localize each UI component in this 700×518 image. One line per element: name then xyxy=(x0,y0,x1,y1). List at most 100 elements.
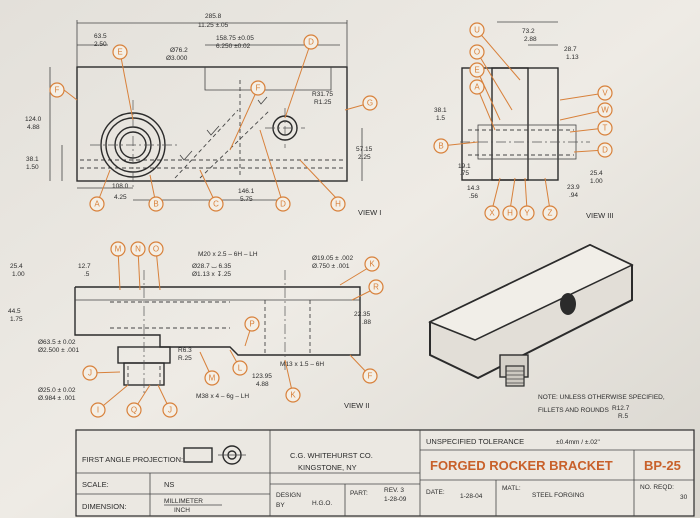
svg-text:V: V xyxy=(602,89,608,98)
bubble-x: X xyxy=(484,205,500,221)
dim-28-inch: 1.13 xyxy=(566,54,579,61)
dim-r31: R31.75 xyxy=(312,91,333,98)
bubble-h: H xyxy=(330,196,346,212)
dimension-label: DIMENSION: xyxy=(82,502,127,511)
dim-r31-inch: R1.25 xyxy=(314,99,332,106)
dim-dia76-inch: Ø3.000 xyxy=(166,55,188,62)
dim-73-inch: 2.88 xyxy=(524,36,537,43)
bubble-o: O xyxy=(469,44,485,60)
bubble-a2: A xyxy=(469,79,485,95)
svg-text:A: A xyxy=(474,83,480,92)
rev-date: 1-28-09 xyxy=(384,496,407,503)
bubble-c: C xyxy=(208,196,224,212)
svg-text:D: D xyxy=(308,38,314,47)
note-m13: M13 x 1.5 – 6H xyxy=(280,361,324,368)
scale-value: NS xyxy=(164,480,174,489)
rev-label: REV. 3 xyxy=(384,487,404,494)
dimension-value-in: INCH xyxy=(174,507,190,514)
leader xyxy=(284,41,312,119)
dim-124-inch: 4.88 xyxy=(27,124,40,131)
svg-text:E: E xyxy=(117,48,122,57)
dim-22-35: 22.35 xyxy=(354,311,371,318)
matl-label: MATL: xyxy=(502,485,521,492)
note-r12: R12.7 xyxy=(612,405,630,412)
dim-r6-3-inch: R.25 xyxy=(178,355,192,362)
iso-top-face xyxy=(428,244,634,341)
svg-text:O: O xyxy=(474,48,480,57)
projection-symbol-frustum xyxy=(183,447,213,463)
note-line-1: NOTE: UNLESS OTHERWISE SPECIFIED, xyxy=(538,394,665,401)
bubble-p: P xyxy=(244,316,260,332)
svg-text:Y: Y xyxy=(524,209,530,218)
company-location: KINGSTONE, NY xyxy=(298,463,357,472)
bubble-n: N xyxy=(130,241,146,257)
leader xyxy=(476,86,496,131)
view1-slot xyxy=(204,67,332,91)
leader xyxy=(476,29,521,81)
dim-38-inch: 1.50 xyxy=(26,164,39,171)
iso-hole xyxy=(560,293,576,315)
svg-text:F: F xyxy=(256,84,261,93)
dim-14-inch: .56 xyxy=(469,193,478,200)
dim-44-5: 44.5 xyxy=(8,308,21,315)
scale-label: SCALE: xyxy=(82,480,109,489)
bubble-g: G xyxy=(362,95,378,111)
callouts: D E F F G H A B C D U O E A V W T D B X … xyxy=(49,22,613,418)
view1-outline xyxy=(76,66,348,182)
dim-38b: 38.1 xyxy=(434,107,447,114)
dim-19: 19.1 xyxy=(458,163,471,170)
svg-text:L: L xyxy=(238,364,243,373)
dim-73: 73.2 xyxy=(522,28,535,35)
note-line-2: FILLETS AND ROUNDS xyxy=(538,407,609,414)
leader xyxy=(559,109,606,121)
bubble-b: B xyxy=(148,196,164,212)
leader xyxy=(299,159,339,201)
svg-text:K: K xyxy=(369,260,375,269)
svg-text:J: J xyxy=(168,406,172,415)
dim-19-05-inch: Ø.750 ± .001 xyxy=(312,263,350,270)
view1-label: VIEW I xyxy=(358,208,381,217)
bubble-m: M xyxy=(110,241,126,257)
bubble-v: V xyxy=(597,85,613,101)
leader xyxy=(476,51,513,111)
dim-23: 23.9 xyxy=(567,184,580,191)
svg-text:B: B xyxy=(153,200,158,209)
iso-thread-lines xyxy=(506,370,524,384)
dim-25: 25.4 xyxy=(590,170,603,177)
bubble-f2: F xyxy=(250,80,266,96)
leader xyxy=(509,177,516,211)
dim-dia76: Ø76.2 xyxy=(170,47,188,54)
view-1: 285.8 11.25 ±.05 63.5 2.50 158.75 ±0.05 … xyxy=(25,13,381,217)
dim-38b-inch: 1.5 xyxy=(436,115,445,122)
bubble-k: K xyxy=(364,256,380,272)
dim-19-inch: .75 xyxy=(460,170,469,177)
surface-finish-mark xyxy=(206,125,220,136)
dim-63-5b: Ø63.5 ± 0.02 xyxy=(38,339,76,346)
bubble-h2: H xyxy=(502,205,518,221)
bubble-w: W xyxy=(597,102,613,118)
matl-value: STEEL FORGING xyxy=(532,492,585,499)
design-by-value: H.G.O. xyxy=(312,500,332,507)
bubble-j: J xyxy=(82,365,98,381)
bubble-d: D xyxy=(303,34,319,50)
dim-158-inch: 6.250 ±0.02 xyxy=(216,43,251,50)
svg-text:Z: Z xyxy=(548,209,553,218)
dim-r6-3: R6.3 xyxy=(178,347,192,354)
svg-text:M: M xyxy=(209,374,216,383)
dim-23-inch: .94 xyxy=(569,192,578,199)
svg-text:E: E xyxy=(474,66,479,75)
dim-22-35-inch: .88 xyxy=(362,319,371,326)
dim-25-0: Ø25.0 ± 0.02 xyxy=(38,387,76,394)
note-m20: M20 x 2.5 – 6H – LH xyxy=(198,251,258,258)
bubble-k2: K xyxy=(285,387,301,403)
svg-text:K: K xyxy=(290,391,296,400)
svg-text:N: N xyxy=(135,245,141,254)
svg-text:F: F xyxy=(55,86,60,95)
note-m20-cb-inch: Ø1.13 x ↧.25 xyxy=(192,270,231,278)
leader xyxy=(339,267,369,286)
dim-123-inch: 4.88 xyxy=(256,381,269,388)
view1-hidden-diagonal xyxy=(174,109,239,179)
bubble-l: L xyxy=(232,360,248,376)
view-2: 25.4 1.00 12.7 .5 44.5 1.75 M20 x 2.5 – … xyxy=(8,251,371,410)
